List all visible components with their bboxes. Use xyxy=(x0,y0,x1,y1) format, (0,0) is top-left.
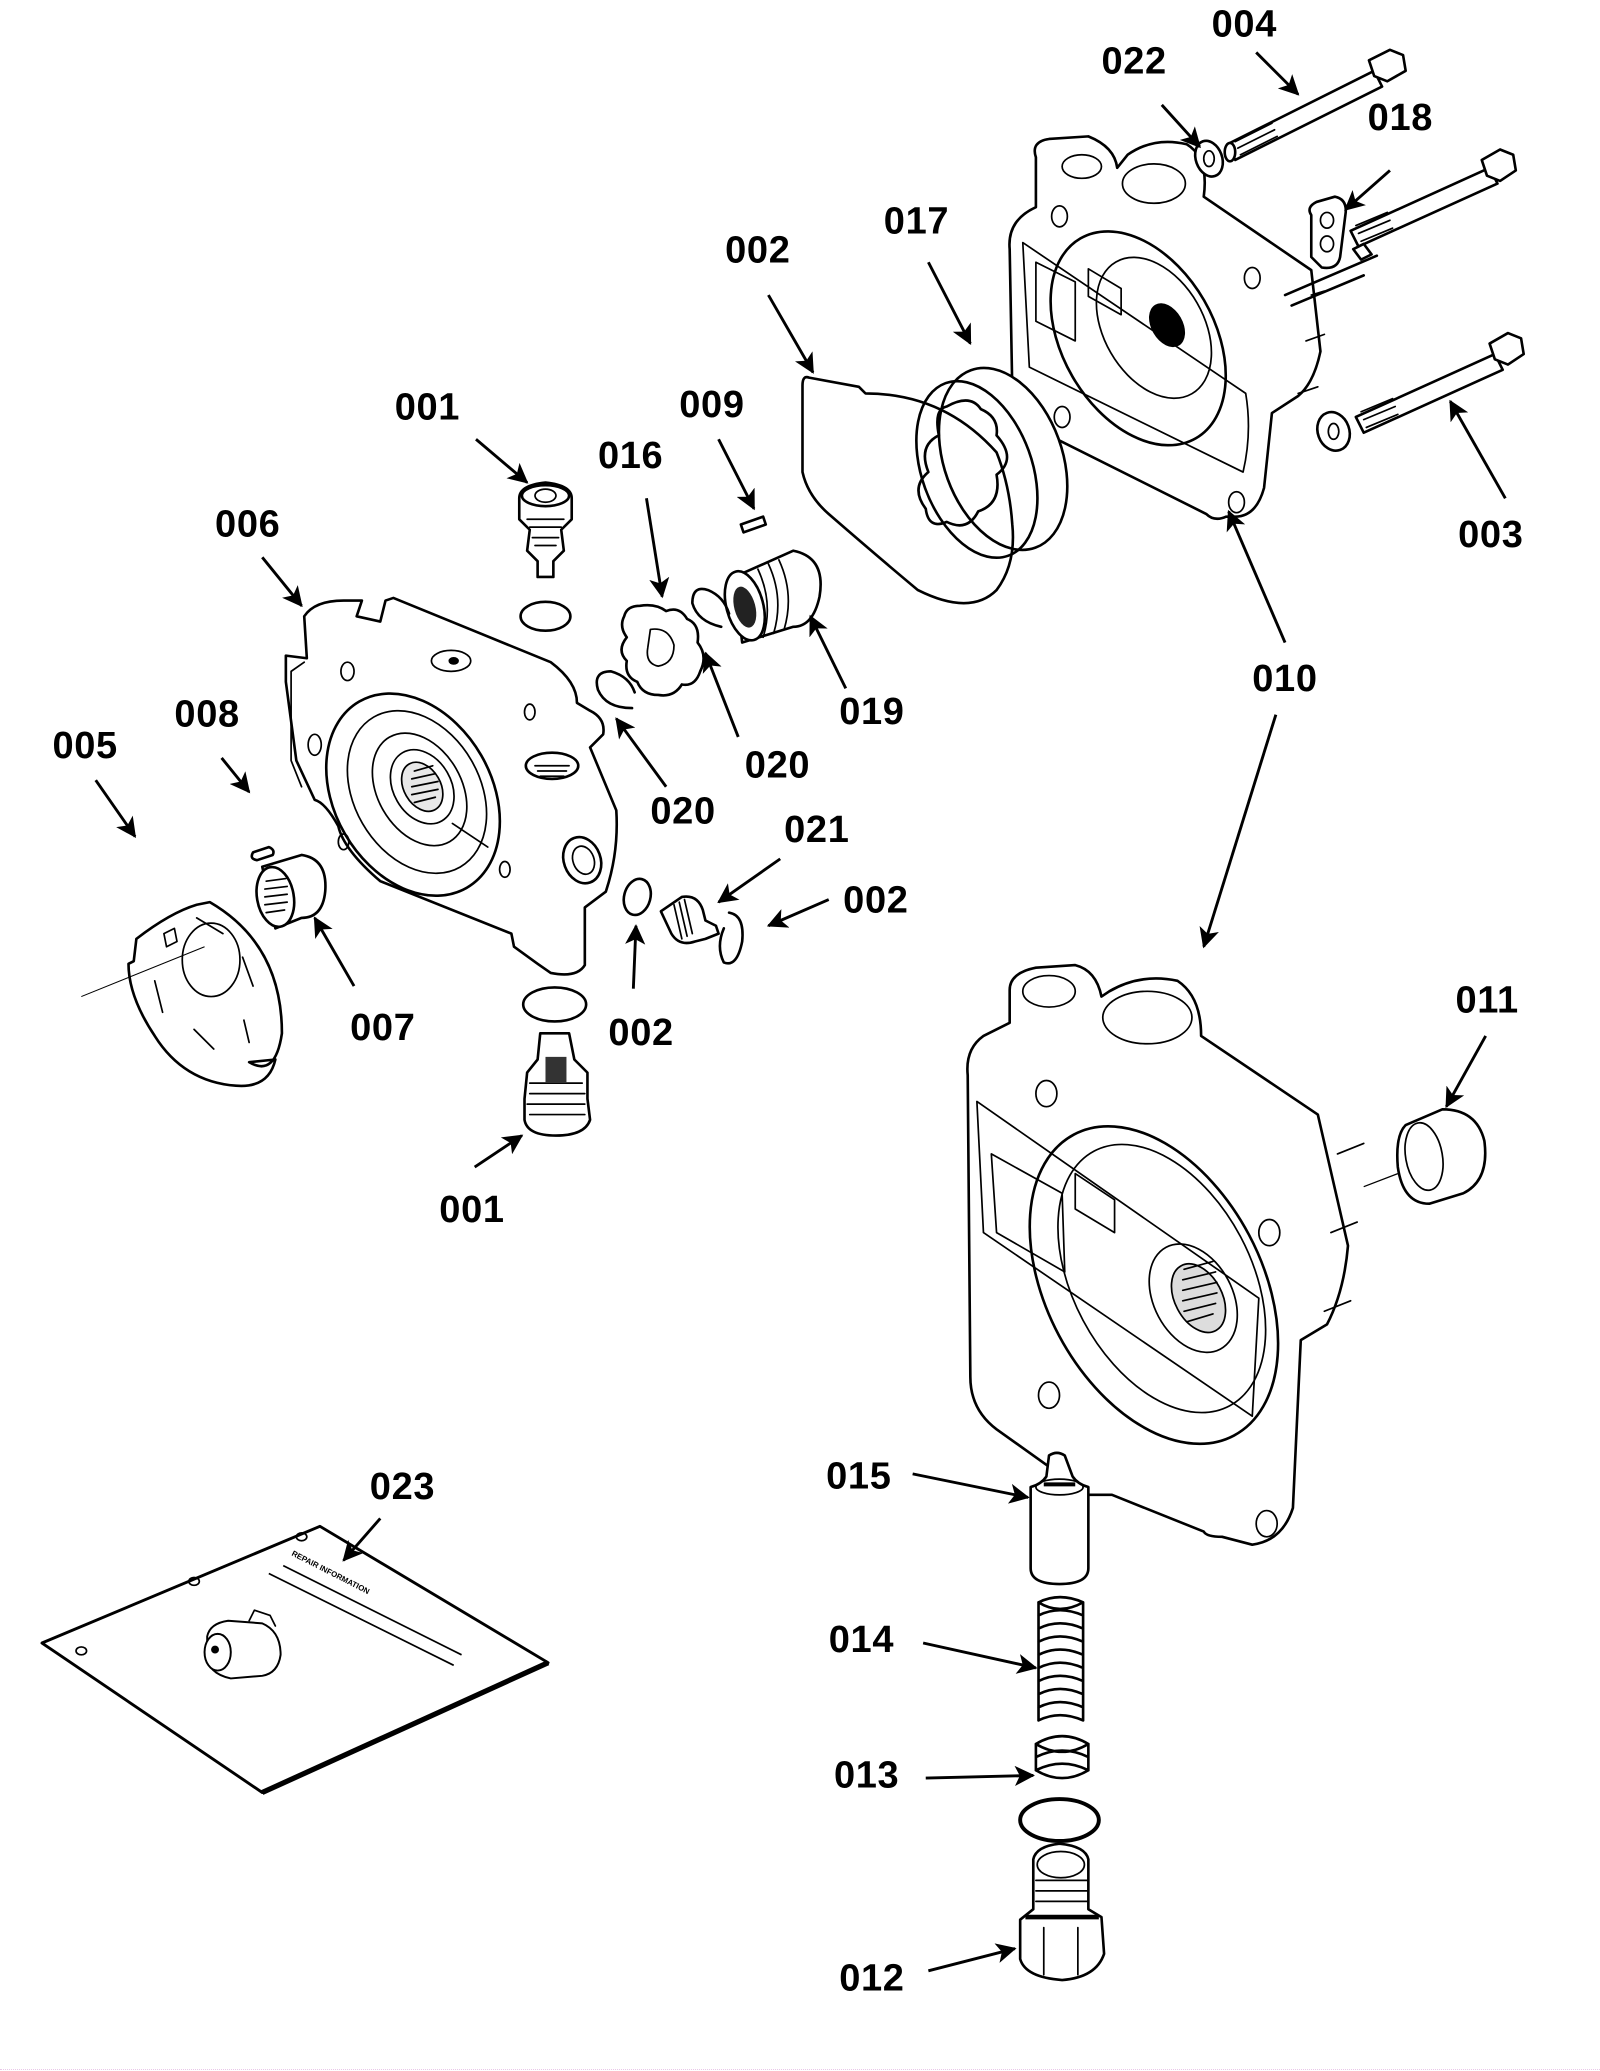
leader-015 xyxy=(912,1472,1030,1504)
leader-022 xyxy=(1160,103,1201,149)
part-014-spring[interactable] xyxy=(1037,1595,1085,1722)
leader-002c xyxy=(625,924,646,989)
part-016-inner-gerotor[interactable] xyxy=(620,603,705,697)
callout-006: 006 xyxy=(215,503,280,545)
part-015-relief-poppet[interactable] xyxy=(1029,1451,1090,1586)
callout-022: 022 xyxy=(1101,40,1166,82)
callout-019: 019 xyxy=(839,691,904,733)
callout-011: 011 xyxy=(1456,979,1519,1021)
leader-005 xyxy=(94,779,137,838)
leader-011 xyxy=(1445,1035,1487,1109)
callout-018: 018 xyxy=(1368,97,1433,139)
part-010-lower-housing[interactable] xyxy=(966,963,1365,1546)
part-o-ring-lower[interactable] xyxy=(1018,1797,1101,1843)
callout-017: 017 xyxy=(884,200,949,242)
callout-014: 014 xyxy=(829,1619,894,1661)
leader-012 xyxy=(928,1943,1017,1973)
part-004-bolt-upper[interactable] xyxy=(1223,48,1407,163)
part-020-retaining-ring-left[interactable] xyxy=(595,670,636,710)
leader-008 xyxy=(220,757,251,794)
part-013-spring-short[interactable] xyxy=(1034,1734,1090,1780)
leader-023 xyxy=(342,1517,382,1562)
part-006-port-cover[interactable] xyxy=(284,596,619,976)
part-012-plug[interactable] xyxy=(1018,1842,1106,1982)
callout-010: 010 xyxy=(1252,658,1317,700)
callout-020-right: 020 xyxy=(745,745,810,787)
leader-lines xyxy=(94,51,1507,1973)
leader-019 xyxy=(809,614,848,690)
part-bolt-middle[interactable] xyxy=(1283,148,1518,307)
leader-001b xyxy=(473,1134,524,1169)
callout-013: 013 xyxy=(834,1754,899,1796)
callout-007: 007 xyxy=(350,1007,415,1049)
part-002-housing-gasket[interactable] xyxy=(801,375,1015,605)
callout-001-upper: 001 xyxy=(395,387,460,429)
centerline xyxy=(1363,1172,1399,1188)
leader-003 xyxy=(1449,399,1507,499)
leader-009 xyxy=(717,438,756,511)
part-002-snap-ring[interactable] xyxy=(718,911,744,965)
leader-006 xyxy=(261,556,303,608)
part-023-repair-manual[interactable]: REPAIR INFORMATION xyxy=(40,1524,550,1795)
leader-007 xyxy=(313,916,356,987)
callout-003: 003 xyxy=(1458,514,1523,556)
leader-021 xyxy=(717,857,782,904)
part-005-wear-plate[interactable] xyxy=(81,900,284,1088)
callout-002-snap-ring: 002 xyxy=(843,880,908,922)
leader-020a xyxy=(702,651,740,738)
callout-005: 005 xyxy=(52,725,117,767)
part-017-gerotor-ring[interactable] xyxy=(894,350,1091,574)
part-011-bushing[interactable] xyxy=(1396,1108,1487,1206)
part-020-retaining-ring-right[interactable] xyxy=(691,587,731,629)
leader-001a xyxy=(475,438,529,484)
part-009-key[interactable] xyxy=(739,515,768,534)
leader-002a xyxy=(767,294,815,374)
callout-015: 015 xyxy=(826,1455,891,1497)
leader-004 xyxy=(1255,51,1300,96)
callout-016: 016 xyxy=(598,435,663,477)
part-018-bracket-plate[interactable] xyxy=(1308,195,1348,270)
part-022-washer[interactable] xyxy=(1190,137,1227,180)
callout-001-lower: 001 xyxy=(439,1189,504,1231)
callout-labels: 004 022 018 017 002 009 001 016 006 003 … xyxy=(52,4,1523,2000)
leader-010-lower xyxy=(1199,714,1278,949)
part-003-bolt-lower[interactable] xyxy=(1312,331,1526,455)
leader-010-upper xyxy=(1226,509,1287,644)
callout-012: 012 xyxy=(839,1958,904,2000)
callout-009: 009 xyxy=(679,384,744,426)
callout-021: 021 xyxy=(784,809,849,851)
callout-008: 008 xyxy=(174,693,239,735)
leader-013 xyxy=(925,1765,1035,1787)
callout-002-gasket: 002 xyxy=(725,229,790,271)
leader-002b xyxy=(766,898,830,928)
part-021-check-valve[interactable] xyxy=(659,895,720,945)
leader-017 xyxy=(927,261,972,346)
manual-pump-illustration xyxy=(203,1609,282,1680)
part-001-valve-cartridge-lower[interactable] xyxy=(521,986,592,1137)
part-010-upper-housing[interactable] xyxy=(1008,135,1326,521)
callout-023: 023 xyxy=(370,1466,435,1508)
part-008-dowel-pin[interactable] xyxy=(250,845,275,862)
part-007-needle-bearing[interactable] xyxy=(252,853,327,930)
callout-020-left: 020 xyxy=(650,790,715,832)
leader-014 xyxy=(922,1641,1038,1674)
part-019-coupling-sleeve[interactable] xyxy=(718,549,822,645)
callout-004: 004 xyxy=(1212,4,1277,46)
callout-002-o-ring: 002 xyxy=(608,1012,673,1054)
leader-018 xyxy=(1344,169,1391,211)
part-002-o-ring[interactable] xyxy=(620,876,655,918)
leader-020b xyxy=(615,717,668,788)
part-001-valve-cartridge-upper[interactable] xyxy=(517,481,574,633)
leader-016 xyxy=(645,498,670,599)
bottom-border xyxy=(0,2069,1600,2071)
